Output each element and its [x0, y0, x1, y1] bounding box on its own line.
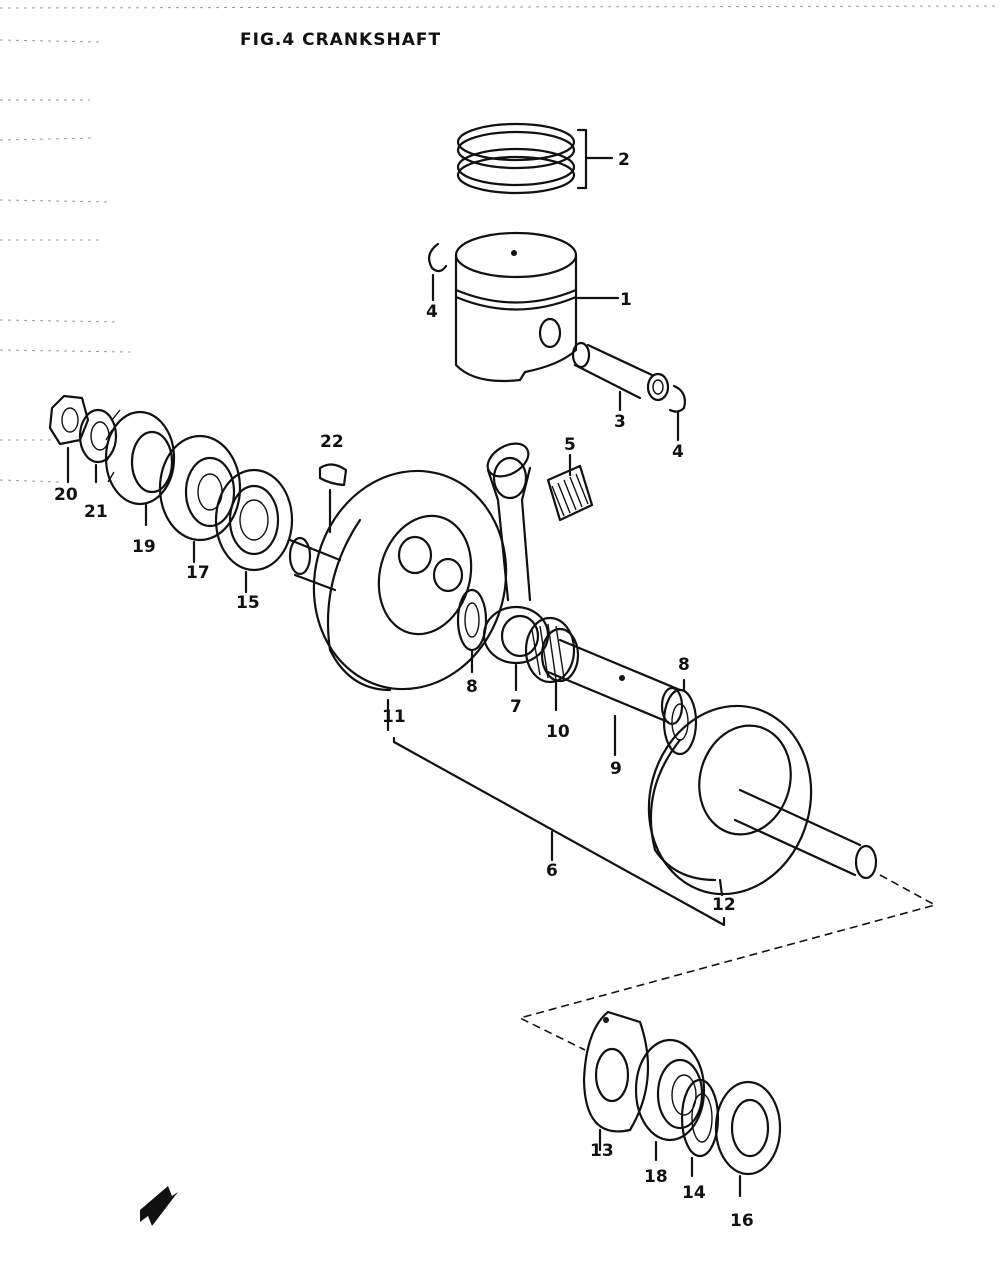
label-thrust-washer-right: 8 — [678, 655, 690, 675]
oil-seal-left — [214, 468, 294, 594]
front-arrow-icon — [140, 1186, 178, 1226]
label-piston-rings: 2 — [618, 150, 630, 170]
detail-leader — [517, 874, 938, 1051]
connecting-rod — [482, 442, 550, 692]
label-oil-seal-right: 16 — [730, 1211, 754, 1231]
crank-pin — [546, 638, 684, 757]
label-lock-washer: 21 — [84, 502, 108, 522]
label-crank-pin: 9 — [610, 759, 622, 779]
label-piston: 1 — [620, 290, 632, 310]
label-woodruff-key: 22 — [320, 432, 344, 452]
thrust-washer-left — [456, 588, 488, 674]
crank-pin-bearing — [524, 616, 580, 712]
label-right-crank-web: 12 — [712, 895, 736, 915]
label-crankshaft-assembly: 6 — [546, 861, 558, 881]
label-primary-drive-gear: 19 — [132, 537, 156, 557]
label-crankshaft-nut: 20 — [54, 485, 78, 505]
circlips — [427, 242, 686, 442]
label-crank-pin-bearing: 10 — [546, 722, 570, 742]
label-circlip-left: 4 — [426, 302, 438, 322]
label-connecting-rod: 7 — [510, 697, 522, 717]
label-bearing-left: 17 — [186, 563, 210, 583]
left-crank-web — [288, 469, 508, 732]
label-shim-right: 14 — [682, 1183, 706, 1203]
label-piston-pin: 3 — [614, 412, 626, 432]
small-end-bearing — [546, 453, 594, 522]
crankshaft-nut — [48, 394, 90, 484]
shim-right — [680, 1078, 720, 1178]
label-bearing-right: 18 — [644, 1167, 668, 1187]
bearing-right — [634, 1038, 706, 1162]
scan-noise — [0, 5, 1000, 483]
bearing-left — [158, 434, 242, 564]
label-left-crank-web: 11 — [382, 707, 406, 727]
piston-rings — [456, 122, 614, 195]
label-thrust-washer-left: 8 — [466, 677, 478, 697]
label-oil-seal-left: 15 — [236, 593, 260, 613]
woodruff-key — [318, 463, 348, 534]
figure-title: FIG.4 CRANKSHAFT — [240, 30, 442, 50]
seal-retainer-plate — [582, 1010, 650, 1152]
label-seal-retainer-plate: 13 — [590, 1141, 614, 1161]
lock-washer — [78, 408, 118, 484]
right-crank-web — [647, 704, 878, 897]
label-circlip-right: 4 — [672, 442, 684, 462]
oil-seal-right — [714, 1080, 782, 1198]
piston — [454, 231, 620, 383]
crankshaft-assembly-bracket — [392, 736, 726, 927]
piston-pin — [571, 341, 670, 412]
label-small-end-bearing: 5 — [564, 435, 576, 455]
